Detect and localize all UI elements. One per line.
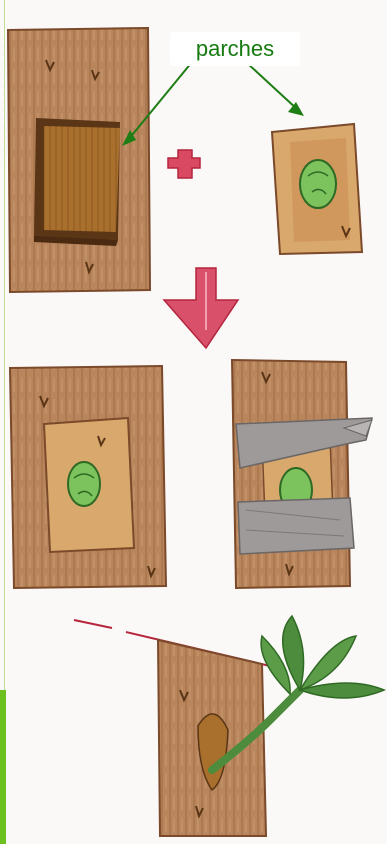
trunk-with-shoot xyxy=(158,616,384,836)
trunk-with-window xyxy=(8,28,150,292)
parches-label: parches xyxy=(170,32,300,66)
plus-sign-icon xyxy=(168,150,200,178)
down-arrow-icon xyxy=(164,268,238,348)
bark-patch-with-bud xyxy=(272,124,362,254)
trunk-with-wrapping xyxy=(232,360,372,588)
trunk-with-inserted-patch xyxy=(10,366,166,588)
